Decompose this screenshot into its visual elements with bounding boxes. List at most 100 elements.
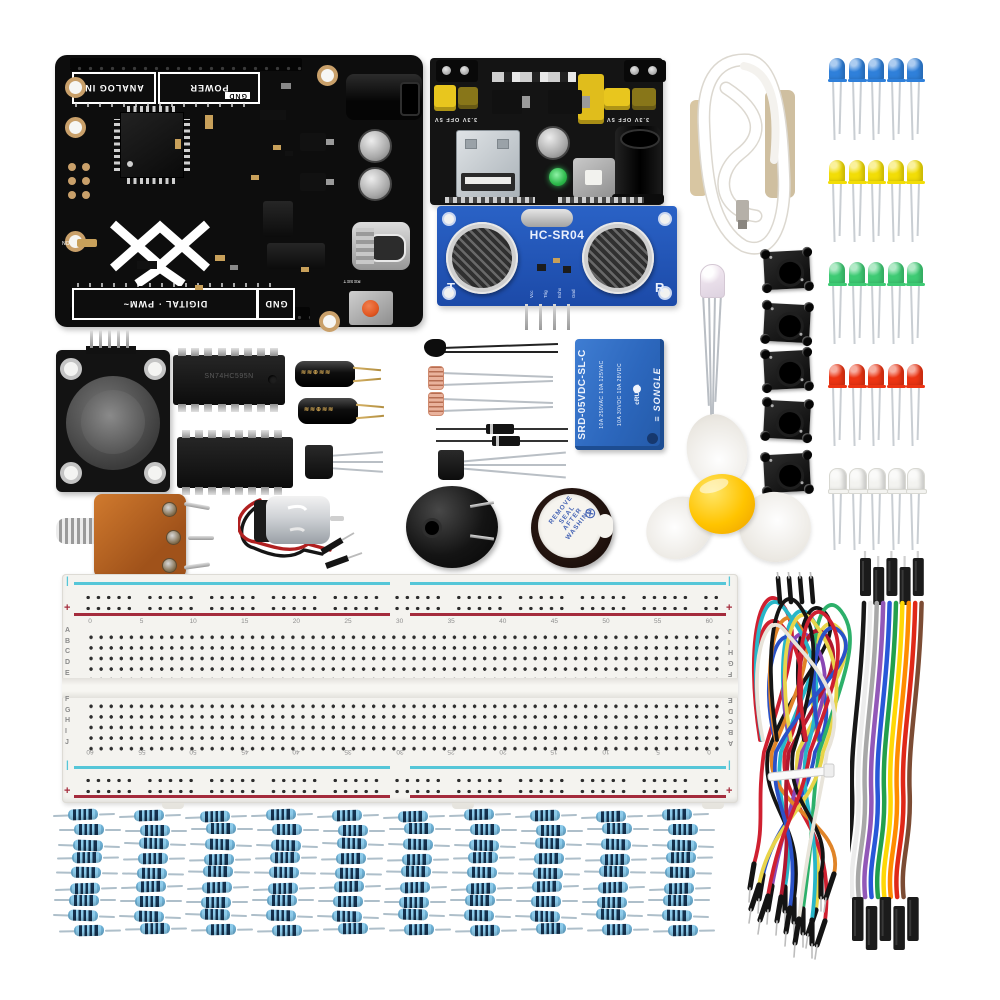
resistor — [584, 853, 648, 866]
resistor — [54, 881, 118, 895]
pot-screw — [162, 502, 177, 517]
plus-mark: + — [726, 602, 733, 614]
resistor — [123, 837, 187, 850]
column-number: 40 — [499, 618, 507, 625]
led-lead — [832, 283, 836, 345]
resistor-lead — [256, 930, 274, 933]
resistor — [254, 851, 318, 864]
resistor — [52, 808, 116, 821]
resistor-lead — [582, 901, 598, 904]
dip-pin — [204, 404, 213, 412]
smd-part — [301, 267, 309, 272]
button-corner-pin — [801, 335, 813, 347]
resistor-body — [467, 851, 499, 864]
led-lead — [838, 385, 842, 441]
column-number: 50 — [602, 618, 610, 625]
led-yellow — [867, 160, 886, 250]
resistor-lead — [167, 872, 185, 876]
jumper-wire — [814, 918, 828, 948]
resistor — [250, 808, 314, 821]
resistor-body — [271, 925, 303, 937]
row-letter-flipped: H — [728, 648, 734, 656]
resistor-lead — [448, 913, 466, 917]
resistor-body — [598, 865, 630, 878]
resistor-lead — [186, 886, 204, 890]
qfp-pins-top — [127, 106, 177, 112]
resistor-lead — [431, 870, 449, 874]
resistor-body — [67, 909, 99, 922]
led-blue — [906, 58, 925, 148]
resistor-lead — [384, 886, 402, 890]
led-white — [906, 468, 927, 558]
jumper-wire — [787, 572, 790, 579]
dip-pin — [244, 404, 252, 412]
resistor-body — [529, 809, 561, 822]
jumper-wire — [793, 942, 796, 958]
resistor-lead — [369, 829, 385, 832]
mount-ring — [144, 358, 166, 380]
led-flange — [828, 489, 849, 494]
dc-motor — [238, 496, 363, 569]
resistor — [582, 880, 646, 894]
power-label: POWER GND — [158, 72, 260, 104]
resistor — [55, 866, 119, 879]
resistor — [52, 909, 116, 922]
resistor-lead — [299, 871, 317, 875]
cap-marking: ≋≋⊕≋≋ — [304, 407, 335, 413]
electrolytic-capacitor: ≋≋⊕≋≋ — [295, 361, 382, 387]
jumper-wire — [786, 575, 794, 605]
hub-gloss — [697, 475, 731, 497]
led-lead — [910, 181, 914, 243]
row-letter: E — [65, 669, 70, 677]
resistor-lead — [494, 915, 512, 918]
resistor-body — [205, 924, 237, 936]
ldr-lead — [441, 398, 553, 404]
relay-dot — [633, 385, 641, 393]
resistor-lead — [583, 870, 601, 873]
resistor-lead — [521, 829, 537, 832]
resistor-lead — [190, 929, 208, 932]
photoresistor — [428, 366, 558, 392]
resistor-body — [468, 839, 500, 852]
led-blue — [828, 58, 847, 148]
resistor — [189, 838, 253, 851]
led-lead — [910, 385, 914, 447]
led-lead — [851, 489, 855, 551]
analog-in-text: ANALOG IN — [84, 83, 144, 93]
dupont-connector — [873, 567, 885, 605]
resistor-lead — [170, 927, 188, 930]
crystal-oscillator — [521, 209, 573, 227]
relay-corner-hole — [647, 433, 658, 444]
row-letter-flipped: D — [728, 706, 734, 714]
smd-part — [281, 83, 291, 89]
barrel-opening — [400, 82, 420, 116]
resistor-lead — [562, 883, 580, 887]
sticker-tab — [597, 514, 613, 538]
dip-pin — [191, 404, 200, 412]
sensor-pin-label: Vcc — [529, 290, 534, 298]
jumper-wire — [809, 572, 812, 579]
resistor — [520, 923, 584, 935]
resistor — [586, 924, 650, 936]
led-lead — [897, 489, 901, 545]
resistor-lead — [232, 884, 250, 888]
resistor-body — [666, 839, 698, 852]
led-lead — [858, 385, 862, 441]
resistor — [386, 853, 450, 866]
center-channel — [62, 678, 738, 698]
diode — [436, 423, 568, 435]
resistor — [318, 895, 380, 907]
led-yellow — [886, 160, 906, 250]
resistor — [451, 866, 515, 879]
pin-strip — [445, 197, 535, 203]
led-lead — [877, 385, 881, 441]
resistor — [516, 879, 580, 893]
column-number-flipped: 30 — [395, 748, 404, 755]
led-flange — [886, 489, 908, 494]
resistor — [384, 896, 446, 908]
led-flange — [906, 385, 925, 388]
resistor-body — [599, 853, 631, 866]
buzzer-pin — [469, 534, 495, 541]
dip-pin — [204, 348, 213, 356]
button-plunger — [775, 358, 805, 388]
